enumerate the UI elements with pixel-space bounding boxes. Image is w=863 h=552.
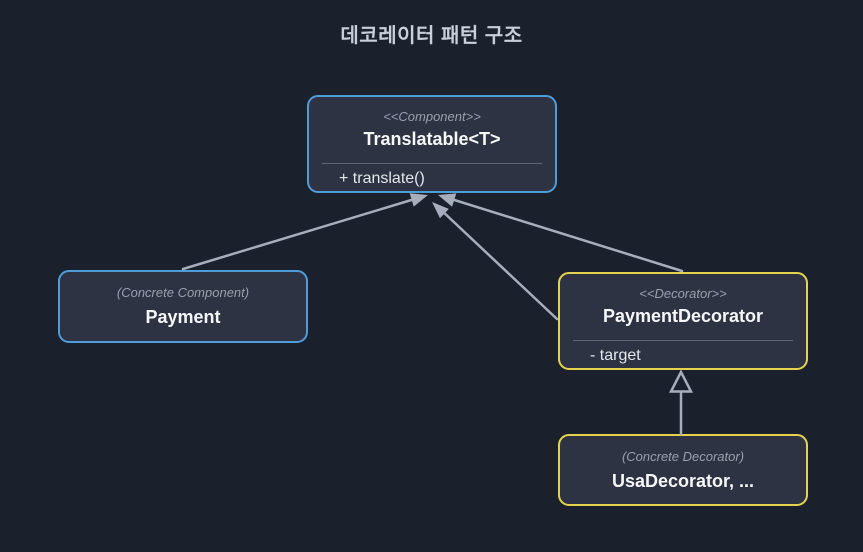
edge-payment-generalization-arrowhead bbox=[409, 193, 428, 207]
edge-decorator-generalization-arrowhead bbox=[438, 193, 457, 207]
node-member: + translate() bbox=[339, 170, 425, 187]
node-name: PaymentDecorator bbox=[602, 306, 764, 326]
edge-decorator-generalization bbox=[446, 196, 684, 273]
node-stereotype: (Concrete Decorator) bbox=[621, 448, 745, 464]
divider bbox=[322, 163, 542, 164]
node-translatable: <<Component>> Translatable<T> + translat… bbox=[307, 95, 557, 193]
node-payment: (Concrete Component) Payment bbox=[58, 270, 308, 343]
node-name: Payment bbox=[145, 307, 221, 327]
node-stereotype: <<Component>> bbox=[383, 109, 481, 124]
edge-target-association-arrowhead bbox=[432, 202, 449, 219]
node-usa-decorator: (Concrete Decorator) UsaDecorator, ... bbox=[558, 434, 808, 506]
node-name: UsaDecorator, ... bbox=[611, 470, 755, 491]
node-payment-decorator: <<Decorator>> PaymentDecorator - target bbox=[558, 272, 808, 370]
node-stereotype: (Concrete Component) bbox=[116, 285, 250, 300]
node-member: - target bbox=[590, 347, 641, 364]
diagram-title: 데코레이터 패턴 구조 bbox=[340, 25, 523, 47]
edge-usadecorator-generalization-arrowhead bbox=[668, 369, 694, 393]
edge-target-association bbox=[438, 207, 559, 321]
node-stereotype: <<Decorator>> bbox=[639, 286, 727, 301]
edge-payment-generalization bbox=[181, 196, 420, 271]
divider bbox=[573, 340, 793, 341]
node-name: Translatable<T> bbox=[363, 129, 501, 149]
